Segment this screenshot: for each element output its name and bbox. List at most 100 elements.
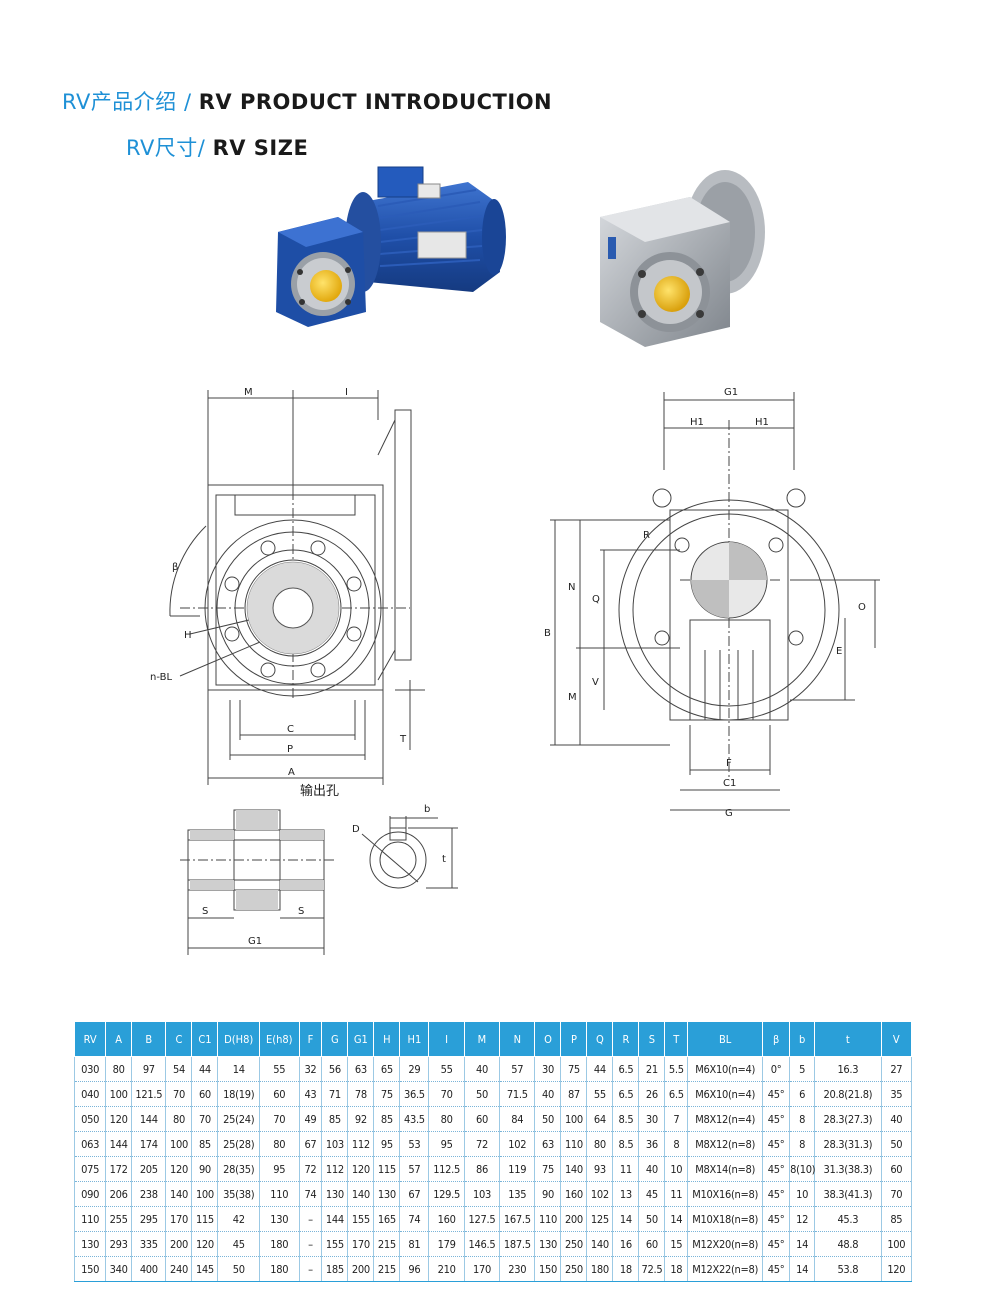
table-cell: 40 (880, 1106, 913, 1132)
dim-G-label: G (725, 808, 733, 819)
dim-B-label: B (544, 628, 551, 639)
table-cell: 48.8 (814, 1231, 882, 1257)
table-cell: 120 (347, 1156, 375, 1182)
title-en: RV PRODUCT INTRODUCTION (198, 90, 553, 114)
table-cell: 075 (73, 1156, 107, 1182)
table-cell: 115 (373, 1156, 401, 1182)
dim-Q-label: Q (592, 594, 600, 605)
table-cell: 90 (191, 1156, 219, 1182)
table-cell: 84 (499, 1106, 536, 1132)
table-cell: 119 (499, 1156, 536, 1182)
table-cell: 80 (586, 1131, 614, 1157)
table-cell: 140 (347, 1181, 375, 1207)
table-cell: 340 (105, 1256, 133, 1282)
dim-T-label: T (399, 734, 407, 745)
table-cell: M8X12(n=8) (687, 1131, 764, 1157)
dim-N-label: N (568, 582, 575, 593)
table-cell: 400 (131, 1256, 167, 1282)
table-cell: 78 (347, 1081, 375, 1107)
table-cell: 45° (762, 1181, 791, 1207)
table-cell: 295 (131, 1206, 167, 1232)
table-cell: 18 (612, 1256, 640, 1282)
table-header-cell: H1 (399, 1021, 430, 1057)
table-cell: 70 (165, 1081, 193, 1107)
table-cell: 57 (399, 1156, 430, 1182)
table-cell: M12X20(n=8) (687, 1231, 764, 1257)
table-cell: 95 (428, 1131, 465, 1157)
table-cell: 200 (165, 1231, 193, 1257)
table-cell: 206 (105, 1181, 133, 1207)
dim-C1-label: C1 (723, 778, 736, 789)
table-cell: 45° (762, 1256, 791, 1282)
table-header-cell: O (534, 1021, 562, 1057)
table-cell: 44 (191, 1056, 219, 1082)
dim-O-label: O (858, 602, 866, 613)
table-cell: 8.5 (612, 1131, 640, 1157)
table-header-cell: P (560, 1021, 588, 1057)
table-cell: 205 (131, 1156, 167, 1182)
table-cell: 100 (560, 1106, 588, 1132)
table-cell: 45° (762, 1156, 791, 1182)
table-cell: M6X10(n=4) (687, 1081, 764, 1107)
dim-I-label: I (345, 387, 348, 398)
dim-D-label: D (352, 824, 360, 835)
table-cell: 28.3(27.3) (814, 1106, 882, 1132)
table-cell: 16.3 (814, 1056, 882, 1082)
subtitle-cn: RV尺寸/ (126, 136, 206, 160)
table-cell: 29 (399, 1056, 430, 1082)
table-cell: 80 (428, 1106, 465, 1132)
dim-S1-label: S (202, 906, 208, 917)
table-cell: 45° (762, 1131, 791, 1157)
table-header-cell: β (762, 1021, 791, 1057)
table-cell: 155 (347, 1206, 375, 1232)
dim-S2-label: S (298, 906, 304, 917)
table-cell: – (298, 1206, 323, 1232)
table-cell: 165 (373, 1206, 401, 1232)
table-cell: 140 (586, 1231, 614, 1257)
table-cell: 14 (612, 1206, 640, 1232)
table-cell: 67 (298, 1131, 323, 1157)
table-cell: 6.5 (612, 1081, 640, 1107)
table-cell: 335 (131, 1231, 167, 1257)
table-cell: 72 (463, 1131, 501, 1157)
table-cell: 10 (664, 1156, 689, 1182)
table-header-cell: G1 (347, 1021, 375, 1057)
table-cell: 36.5 (399, 1081, 430, 1107)
table-cell: 45° (762, 1206, 791, 1232)
table-cell: 174 (131, 1131, 167, 1157)
table-cell: 55 (428, 1056, 465, 1082)
table-cell: 240 (165, 1256, 193, 1282)
dim-F-label: F (726, 758, 732, 769)
table-cell: 85 (373, 1106, 401, 1132)
table-header-cell: t (814, 1021, 882, 1057)
table-cell: 95 (373, 1131, 401, 1157)
table-cell: 86 (463, 1156, 501, 1182)
table-cell: 85 (191, 1131, 219, 1157)
table-cell: 115 (191, 1206, 219, 1232)
table-cell: 14 (217, 1056, 261, 1082)
table-cell: 6 (789, 1081, 816, 1107)
shaft-drawing: S S G1 (180, 809, 335, 955)
table-cell: 100 (165, 1131, 193, 1157)
table-cell: 74 (298, 1181, 323, 1207)
table-cell: 6.5 (664, 1081, 689, 1107)
table-cell: 112.5 (428, 1156, 465, 1182)
table-cell: 11 (612, 1156, 640, 1182)
table-cell: 103 (463, 1181, 501, 1207)
table-cell: 43.5 (399, 1106, 430, 1132)
table-cell: 130 (259, 1206, 300, 1232)
table-cell: M12X22(n=8) (687, 1256, 764, 1282)
table-cell: M8X12(n=4) (687, 1106, 764, 1132)
table-cell: 30 (534, 1056, 562, 1082)
table-header-cell: B (131, 1021, 167, 1057)
table-cell: 44 (586, 1056, 614, 1082)
table-cell: 179 (428, 1231, 465, 1257)
table-cell: 60 (880, 1156, 913, 1182)
table-cell: 45° (762, 1231, 791, 1257)
